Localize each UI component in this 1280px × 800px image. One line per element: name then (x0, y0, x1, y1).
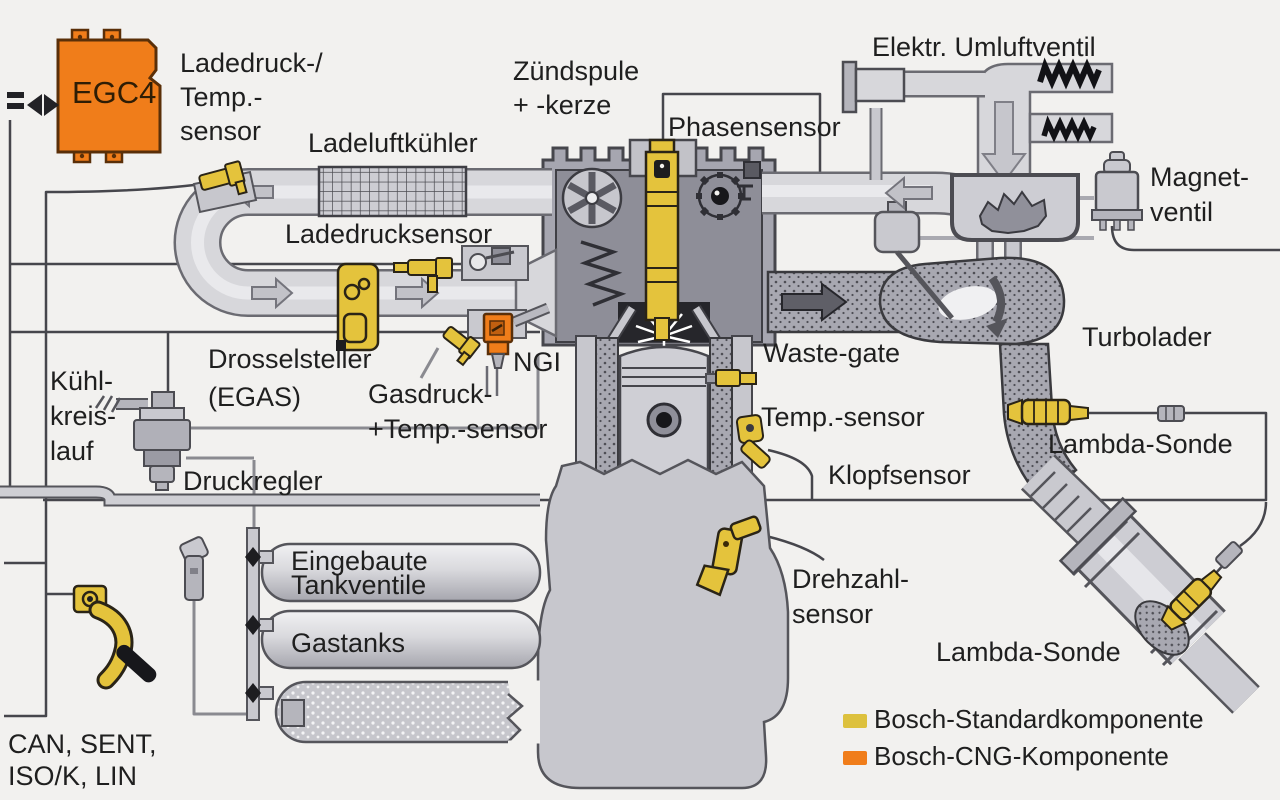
filler-nozzle-icon (179, 536, 209, 601)
valve-spring-icon (579, 240, 627, 307)
legend-swatch-cng (843, 751, 867, 765)
label-tankventile: Tankventile (291, 570, 426, 600)
label-lambda-sonde-lower: Lambda-Sonde (936, 637, 1121, 667)
recirculation-valve-icon (841, 60, 985, 180)
label-kuehlkreislauf: Kühl- (50, 366, 113, 396)
intercooler (317, 165, 468, 218)
label-phasensensor: Phasensensor (668, 112, 841, 142)
label-kuehlkreislauf: lauf (50, 436, 94, 466)
pressure-regulator-icon (94, 391, 191, 491)
speed-sensor-icon (695, 515, 762, 597)
camshaft-gear-icon (696, 172, 744, 220)
label-druckregler: Druckregler (183, 466, 323, 496)
lambda-connector (1157, 405, 1185, 422)
tank-fitting (281, 699, 305, 727)
corrugated-hose-upper (1037, 57, 1102, 90)
crankcase (536, 458, 790, 790)
lambda-sensor-upper-icon (1007, 398, 1185, 426)
ngi-injector-icon (482, 312, 514, 396)
gas-pressure-temp-sensor-icon (419, 326, 481, 379)
boost-pressure-sensor-icon (393, 257, 453, 293)
label-lambda-sonde-upper: Lambda-Sonde (1048, 429, 1233, 459)
label-ngi: NGI (513, 347, 561, 377)
label-drosselsteller: (EGAS) (208, 382, 301, 412)
solenoid-valve-icon (1091, 151, 1143, 231)
label-magnetventil: Magnet- (1150, 162, 1249, 192)
label-elektr-umluftventil: Elektr. Umluftventil (872, 32, 1096, 62)
manifold-bracket (461, 245, 529, 281)
egc4-label: EGC4 (72, 75, 156, 110)
airflow-down-arrow (981, 101, 1027, 184)
tank-valve-icon (245, 615, 261, 635)
gas-tank-3 (274, 680, 540, 744)
piston (618, 345, 710, 476)
label-ladeluftkuehler: Ladeluftkühler (308, 128, 478, 158)
compressor-wheel-icon (978, 190, 1048, 235)
label-gasdruck-temp-sensor: Gasdruck- (368, 379, 493, 409)
camshaft-fan-icon (561, 167, 623, 229)
label-ladedruck-temp-sensor: sensor (180, 116, 261, 146)
label-klopfsensor: Klopfsensor (828, 460, 971, 490)
label-gastanks: Gastanks (291, 628, 405, 658)
label-kuehlkreislauf: kreis- (50, 401, 116, 431)
oil-tap-icon (737, 184, 753, 201)
lambda-connector (1215, 541, 1243, 569)
label-bus-interfaces: ISO/K, LIN (8, 761, 137, 791)
gas-tank-1 (260, 542, 542, 603)
diagram-labels: Ladedruck-/ Temp.- sensor Ladeluftkühler… (8, 32, 1249, 791)
label-magnetventil: ventil (1150, 197, 1213, 227)
legend: Bosch-Standardkomponente Bosch-CNG-Kompo… (843, 704, 1204, 771)
wastegate-actuator-icon (873, 201, 954, 320)
label-temp-sensor: Temp.-sensor (761, 402, 925, 432)
legend-swatch-standard (843, 714, 867, 728)
tank-valve-icon (245, 683, 261, 703)
tank-valve-icon (245, 547, 261, 567)
ignition-coil-injector-icon (644, 138, 680, 341)
connector-icon (7, 92, 59, 116)
label-waste-gate: Waste-gate (763, 338, 900, 368)
lambda-sensor-lower-icon (1160, 541, 1243, 631)
label-ladedruck-temp-sensor: Ladedruck-/ (180, 48, 323, 78)
knock-sensor-icon (735, 414, 771, 469)
label-drehzahlsensor: sensor (792, 599, 873, 629)
exhaust-clamp (1058, 496, 1138, 576)
coolant-line-icon (94, 395, 122, 413)
engine-temp-sensor-icon (705, 369, 757, 387)
label-turbolader: Turbolader (1082, 322, 1212, 352)
engine-valves (607, 305, 721, 343)
phase-sensor-icon (743, 161, 761, 179)
label-gasdruck-temp-sensor: +Temp.-sensor (368, 414, 547, 444)
corrugated-hose-lower (1041, 115, 1097, 143)
label-tankventile: Eingebaute (291, 546, 428, 576)
label-zuendspule: + -kerze (513, 90, 611, 120)
label-bus-interfaces: CAN, SENT, (8, 729, 157, 759)
label-ladedruck-temp-sensor: Temp.- (180, 82, 263, 112)
accelerator-pedal-icon (72, 584, 157, 690)
label-ladedrucksensor: Ladedrucksensor (285, 219, 492, 249)
exhaust-flow-arrow (781, 282, 848, 322)
tank-valve-rail (245, 527, 274, 721)
label-drosselsteller: Drosselsteller (208, 344, 372, 374)
turbocharger (766, 173, 1094, 502)
legend-standard-label: Bosch-Standardkomponente (874, 704, 1204, 734)
label-drehzahlsensor: Drehzahl- (792, 564, 909, 594)
gas-tank-2 (260, 609, 542, 670)
boost-pressure-temp-sensor-icon (192, 160, 258, 214)
label-zuendspule: Zündspule (513, 56, 639, 86)
legend-cng-label: Bosch-CNG-Komponente (874, 741, 1169, 771)
bus-line (0, 485, 540, 507)
egc4-ecu: EGC4 (56, 28, 162, 164)
throttle-valve-icon (336, 262, 380, 352)
